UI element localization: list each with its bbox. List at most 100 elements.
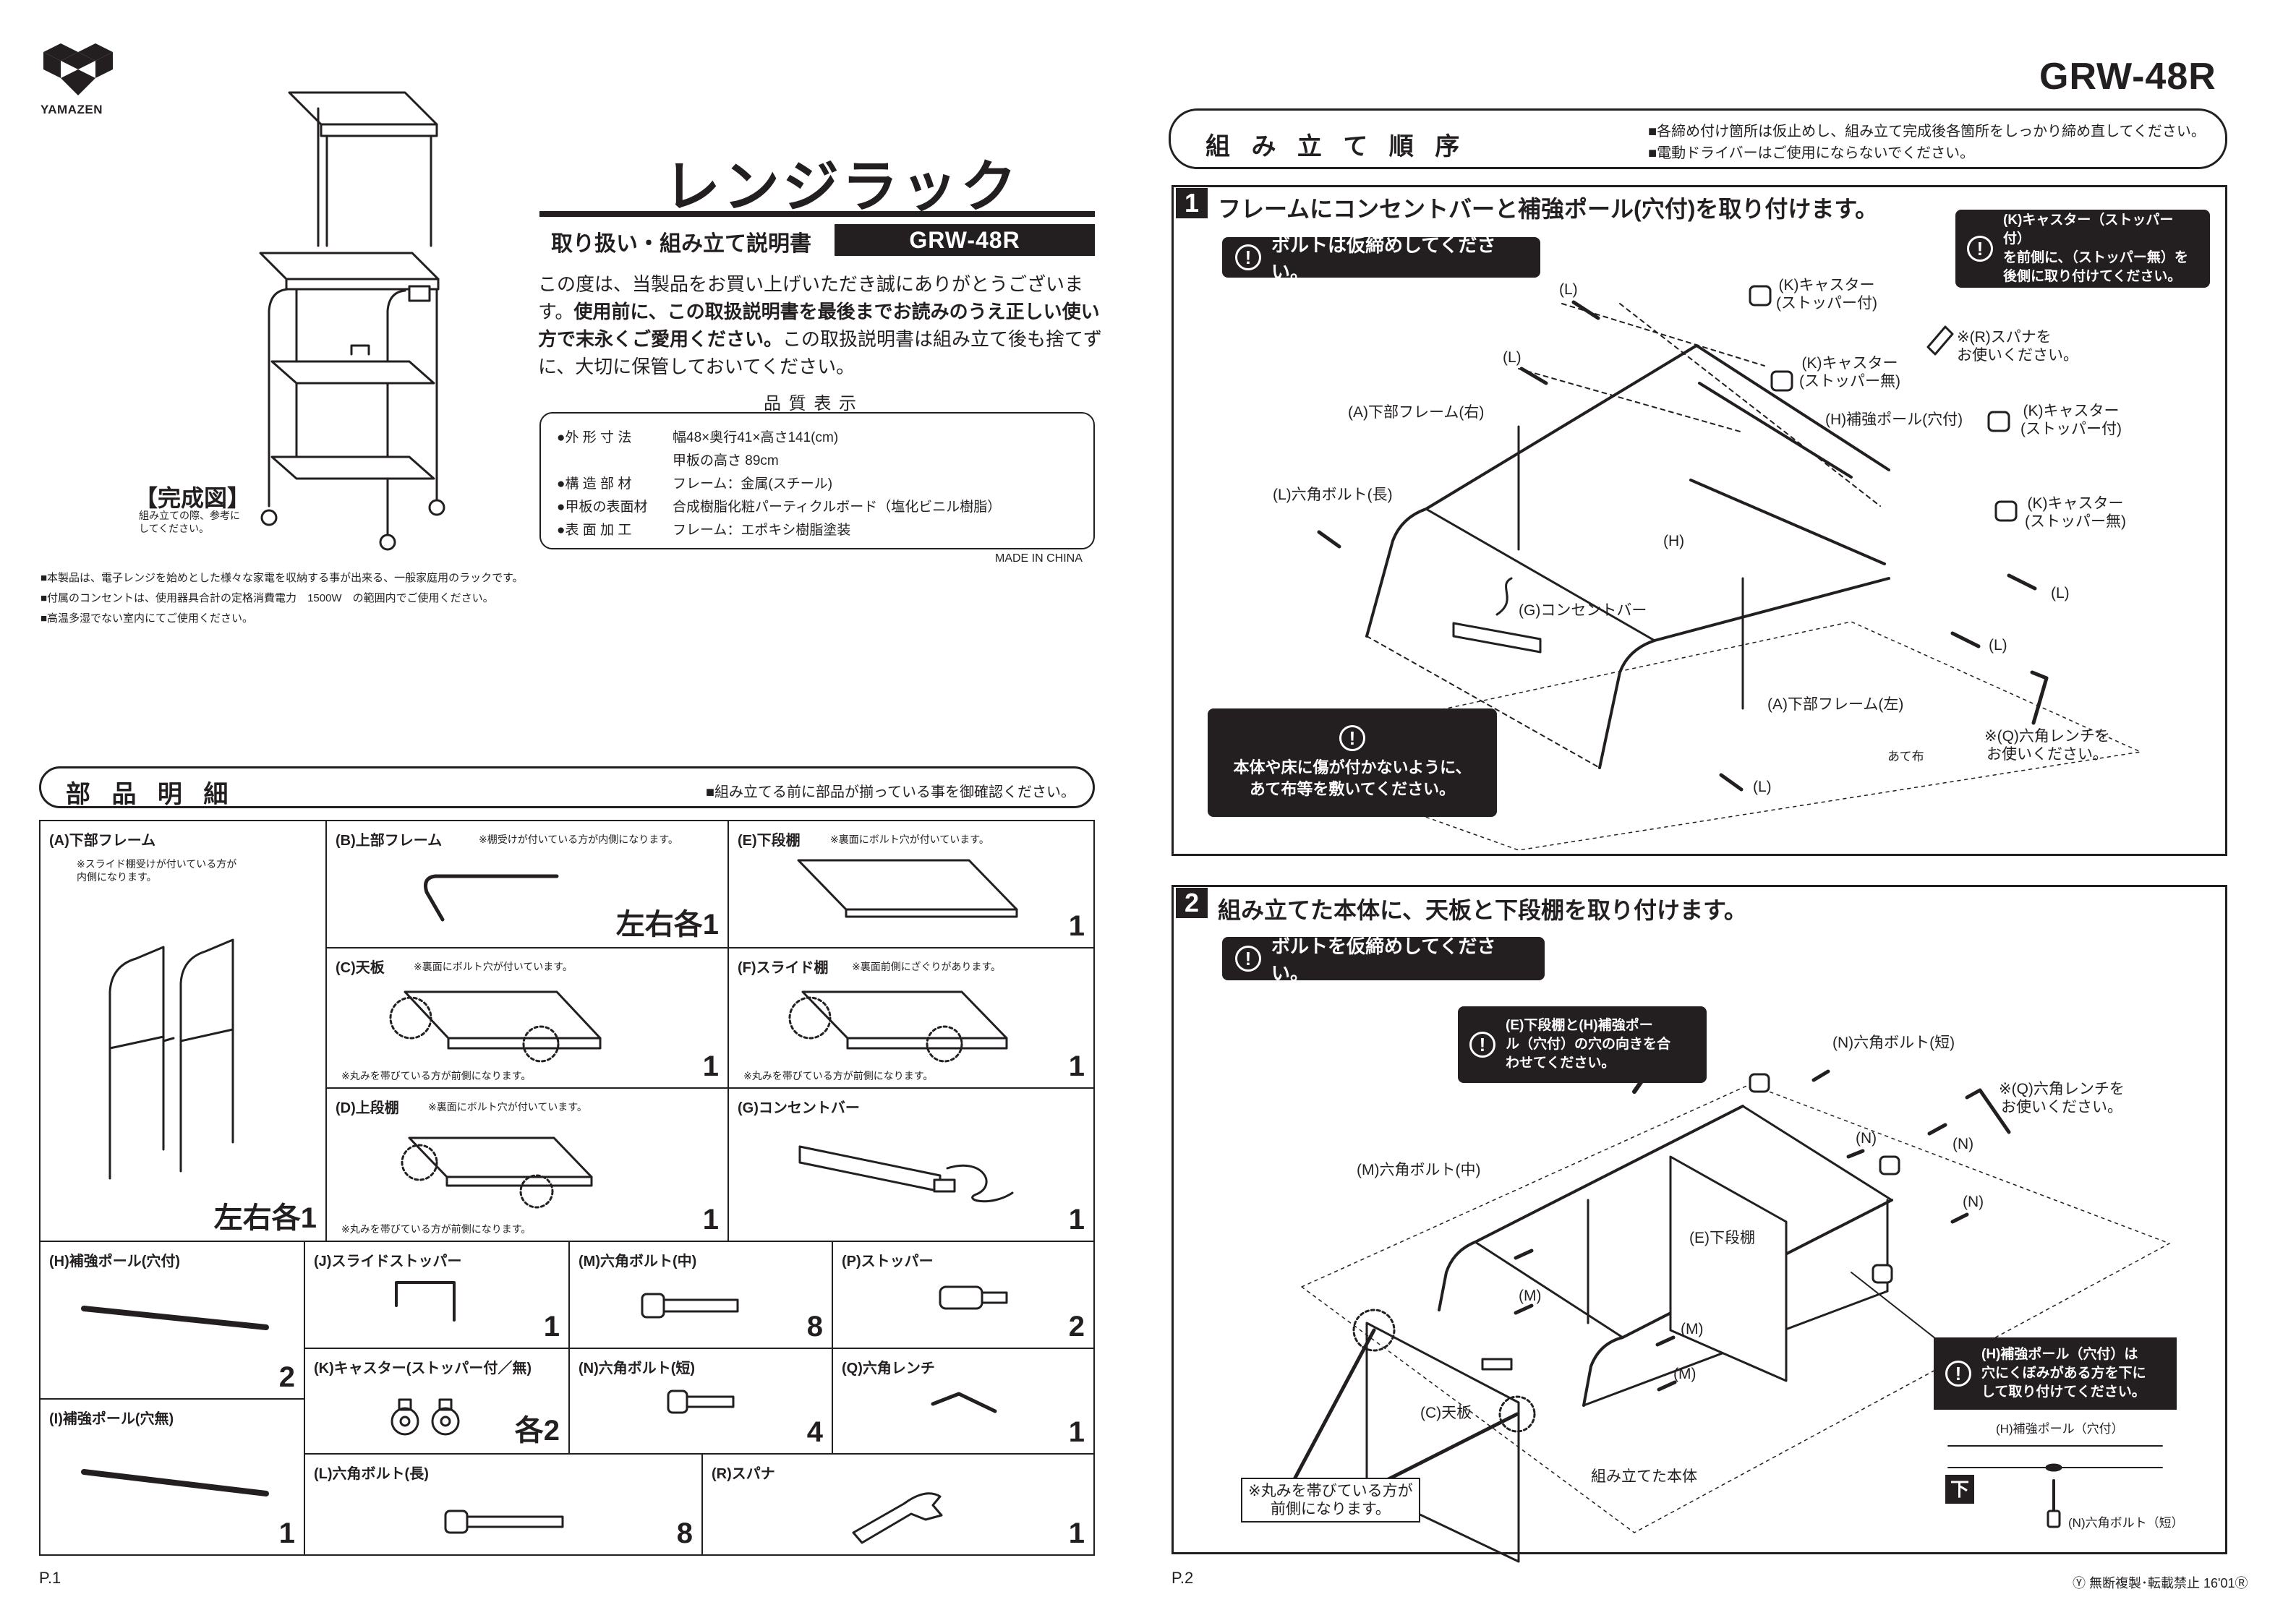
part-e-cell: (E)下段棚 ※裏面にボルト穴が付いています。 1 [727,820,1095,948]
part-r-illustration [852,1492,943,1544]
part-d-illustration [401,1136,593,1209]
step1-box [1172,185,2227,856]
warning-icon [1945,1361,1971,1387]
page-number-left: P.1 [39,1569,61,1587]
part-qty: 8 [806,1311,823,1342]
part-qty: 2 [1068,1311,1085,1342]
part-label: (D)上段棚 [336,1100,399,1116]
part-qty: 8 [676,1517,693,1549]
part-f-cell: (F)スライド棚 ※裏面前側にざぐりがあります。 ※丸みを帯びている方が前側にな… [727,947,1095,1089]
rack-illustration [259,91,445,551]
part-h-cell: (H)補強ポール(穴付) 2 [39,1241,305,1400]
completed-figure-label: 【完成図】 [135,485,251,511]
warning-icon [1967,236,1993,262]
warning-icon [1339,725,1365,751]
part-label: (F)スライド棚 [738,960,829,976]
part-r-cell: (R)スパナ 1 [701,1453,1095,1556]
warning-icon [1235,244,1261,270]
yamazen-logo-icon [43,43,113,95]
part-qty: 左右各1 [213,1202,317,1234]
usage-note: ■付属のコンセントは、使用器具合計の定格消費電力 1500W の範囲内でご使用く… [40,592,494,604]
part-label: (Q)六角レンチ [842,1361,935,1376]
label-caster-with-stopper: (K)キャスター (ストッパー付) [1776,277,1877,312]
part-qty: 1 [1068,1517,1085,1549]
part-note: ※棚受けが付いている方が内側になります。 [479,834,678,845]
quality-value: 幅48×奥行41×高さ141(cm) [673,430,839,445]
quality-row: ●表 面 加 工フレーム：エポキシ樹脂塗装 [557,519,1077,542]
part-m-cell: (M)六角ボルト(中) 8 [568,1241,833,1349]
quality-heading: 品 質 表 示 [764,394,858,414]
part-qty: 1 [1068,1416,1085,1448]
quality-value: フレーム：金属(スチール) [673,476,833,492]
part-qty: 1 [702,1204,719,1236]
label-bolt-l: (L) [2051,585,2070,601]
part-label: (L)六角ボルト(長) [314,1466,429,1482]
label-short-bolt: (N)六角ボルト(短) [1832,1035,1955,1051]
part-b-cell: (B)上部フレーム ※棚受けが付いている方が内側になります。 左右各1 [325,820,729,948]
part-qty: 1 [1068,1204,1085,1236]
part-foot: ※丸みを帯びている方が前側になります。 [743,1070,934,1082]
part-label: (A)下部フレーム [49,833,156,849]
part-note: ※裏面前側にざぐりがあります。 [852,961,1002,972]
label-bolt-m: (M) [1519,1288,1542,1304]
quality-table: ●外 形 寸 法幅48×奥行41×高さ141(cm) 甲板の高さ 89cm ●構… [539,412,1095,549]
part-h-illustration [81,1306,269,1330]
part-foot: ※丸みを帯びている方が前側になります。 [341,1223,532,1235]
pole-hole-detail [1947,1445,2163,1528]
label-bolt-l: (L) [1753,779,1772,795]
right-model-number: GRW-48R [2039,56,2216,98]
step2-hole-note-text: (E)下段棚と(H)補強ポー ル（穴付）の穴の向きを合 わせてください。 [1506,1018,1671,1071]
assembly-order-title: 組 み 立 て 順 序 [1205,133,1467,160]
label-caster-without-stopper: (K)キャスター (ストッパー無) [1799,355,1900,390]
label-assembled-body: 組み立てた本体 [1591,1468,1697,1485]
parts-header: 部 品 明 細 ■組み立てる前に部品が揃っている事を御確認ください。 [39,766,1095,808]
part-j-illustration [395,1281,456,1322]
step2-warning: ボルトを仮締めしてください。 [1222,935,1545,984]
part-c-cell: (C)天板 ※裏面にボルト穴が付いています。 ※丸みを帯びている方が前側になりま… [325,947,729,1089]
part-label: (I)補強ポール(穴無) [49,1411,174,1427]
label-cloth: あて布 [1887,750,1924,763]
label-lower-frame-right: (A)下部フレーム(右) [1348,404,1485,421]
part-n-cell: (N)六角ボルト(短) 4 [568,1348,833,1455]
part-label: (J)スライドストッパー [314,1254,462,1269]
part-g-illustration [798,1145,1014,1203]
quality-row: ●甲板の表面材合成樹脂化粧パーティクルボード（塩化ビニル樹脂） [557,496,1077,519]
part-i-illustration [81,1469,269,1496]
quality-row: 甲板の高さ 89cm [557,450,1077,473]
part-i-cell: (I)補強ポール(穴無) 1 [39,1398,305,1556]
part-note: ※裏面にボルト穴が付いています。 [428,1101,587,1113]
label-top-board: (C)天板 [1420,1405,1472,1421]
part-qty: 1 [278,1517,295,1549]
step1-caster-note-text: (K)キャスター（ストッパー付） を前側に、（ストッパー無）を 後側に取り付けて… [2003,213,2188,284]
part-g-cell: (G)コンセントバー 1 [727,1087,1095,1242]
part-q-cell: (Q)六角レンチ 1 [832,1348,1095,1455]
label-h: (H) [1663,533,1685,549]
label-pole-detail: (H)補強ポール（穴付） [1996,1422,2124,1436]
part-l-cell: (L)六角ボルト(長) 8 [304,1453,703,1556]
label-wrench-note: ※(Q)六角レンチを お使いください。 [1984,728,2110,763]
label-bolt-m: (M) [1673,1366,1697,1382]
label-round-side-note: ※丸みを帯びている方が 前側になります。 [1241,1478,1420,1523]
step1-title: フレームにコンセントバーと補強ポール(穴付)を取り付けます。 [1218,196,1879,222]
label-short-bolt-detail: (N)六角ボルト（短） [2068,1516,2184,1530]
intro-rest: この取扱説明書は組み立て後も捨てずに、大切に保管しておいてください。 [538,328,1103,377]
page-number-right: P.2 [1172,1569,1194,1587]
part-qty: 1 [1068,910,1085,942]
step2-warning-text: ボルトを仮締めしてください。 [1271,935,1496,984]
label-mid-bolt: (M)六角ボルト(中) [1357,1162,1481,1178]
label-bolt-m: (M) [1681,1321,1704,1337]
quality-key: ●構 造 部 材 [557,476,632,492]
warning-icon [1235,946,1261,972]
part-label: (N)六角ボルト(短) [579,1361,696,1376]
label-bolt-n: (N) [1953,1136,1974,1152]
part-a-illustration [108,938,234,1180]
part-label: (K)キャスター(ストッパー付／無) [314,1361,532,1376]
part-qty: 1 [543,1311,560,1342]
label-bolt-l: (L) [1503,349,1522,366]
part-qty: 1 [702,1050,719,1082]
part-note: ※裏面にボルト穴が付いています。 [414,961,573,972]
completed-figure-note: 組み立ての際、参考に してください。 [139,510,240,534]
manual-subtitle: 取り扱い・組み立て説明書 [551,232,811,256]
product-title: レンジラック [664,155,1020,218]
